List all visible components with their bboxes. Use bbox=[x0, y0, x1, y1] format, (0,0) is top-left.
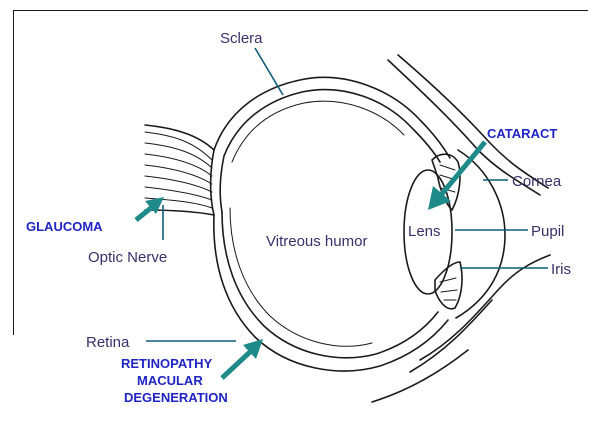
frame-top-border bbox=[13, 10, 588, 11]
glaucoma-label: GLAUCOMA bbox=[26, 219, 103, 234]
optic-nerve-label: Optic Nerve bbox=[88, 249, 167, 266]
pupil-label: Pupil bbox=[531, 223, 564, 240]
retinopathy-arrow bbox=[222, 352, 250, 378]
retina-label: Retina bbox=[86, 334, 130, 351]
frame-left-border bbox=[13, 10, 14, 335]
glaucoma-arrow bbox=[136, 208, 151, 220]
macular-label: MACULAR bbox=[137, 373, 203, 388]
vitreous-humor-label: Vitreous humor bbox=[266, 233, 367, 250]
cataract-arrow bbox=[441, 142, 485, 195]
condition-arrows bbox=[136, 142, 485, 378]
iris-label: Iris bbox=[551, 261, 571, 278]
lens-label: Lens bbox=[408, 223, 441, 240]
cornea-label: Cornea bbox=[512, 173, 562, 190]
sclera-label: Sclera bbox=[220, 30, 263, 47]
cataract-label: CATARACT bbox=[487, 126, 557, 141]
degeneration-label: DEGENERATION bbox=[124, 390, 228, 405]
sclera-leader bbox=[255, 48, 283, 95]
eyelid-outline bbox=[372, 55, 550, 402]
cornea bbox=[456, 150, 505, 318]
retinopathy-label: RETINOPATHY bbox=[121, 356, 213, 371]
